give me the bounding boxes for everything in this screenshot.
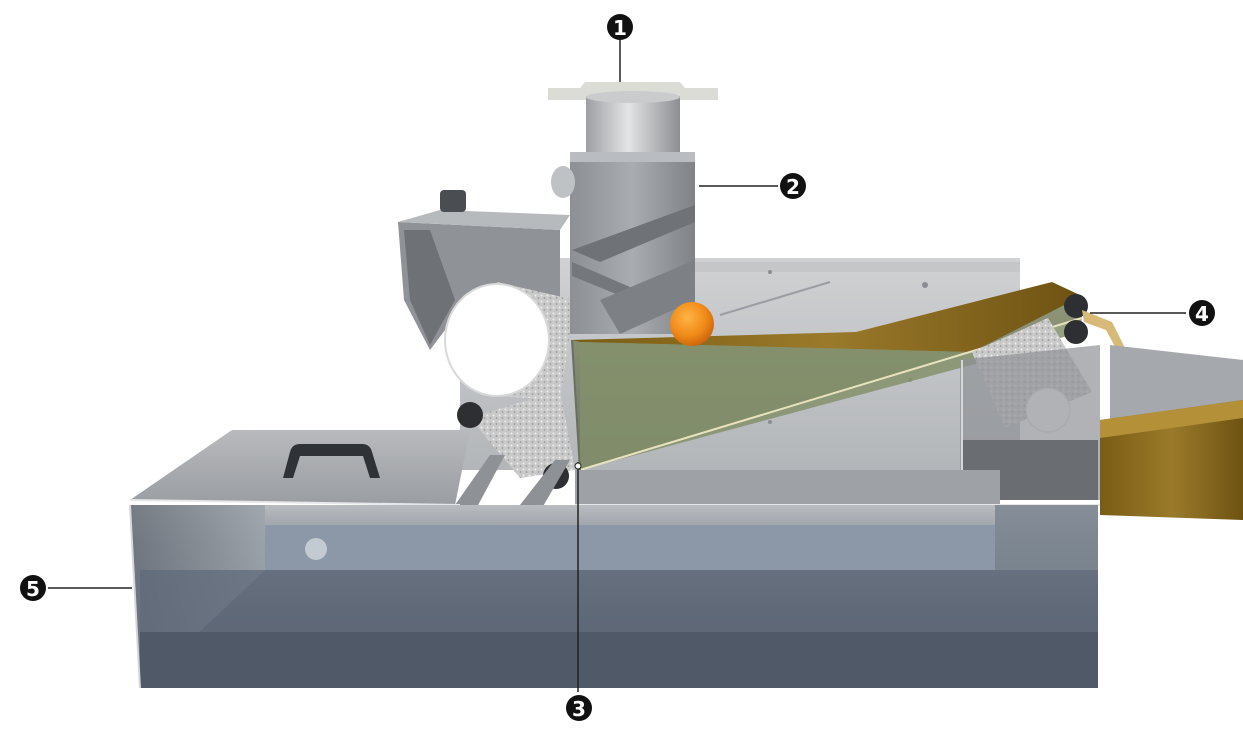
callout-5: 5 [20,575,46,601]
upper-brush-roller [444,282,575,400]
fruit [670,302,714,346]
water-tank [129,504,1098,689]
callout-3-label: 3 [572,697,586,721]
feed-pipe [548,82,718,156]
hood-handle-icon [440,190,466,212]
callout-1: 1 [607,14,633,40]
outlet-conveyor [1100,345,1243,520]
callout-4-label: 4 [1195,302,1209,326]
callout-lines [48,40,1186,692]
lower-brush-roller [455,390,575,520]
callout-4: 4 [1189,300,1215,326]
tank-handle-icon [283,444,380,478]
callout-2: 2 [780,173,806,199]
callout-3: 3 [566,695,592,721]
drain-icon [305,538,327,560]
callout-2-label: 2 [786,175,800,199]
tank-lid [129,430,1100,506]
callout-1-label: 1 [613,16,627,40]
inlet-chute [551,152,695,334]
callout-5-label: 5 [26,577,40,601]
brush-hood [398,190,570,350]
